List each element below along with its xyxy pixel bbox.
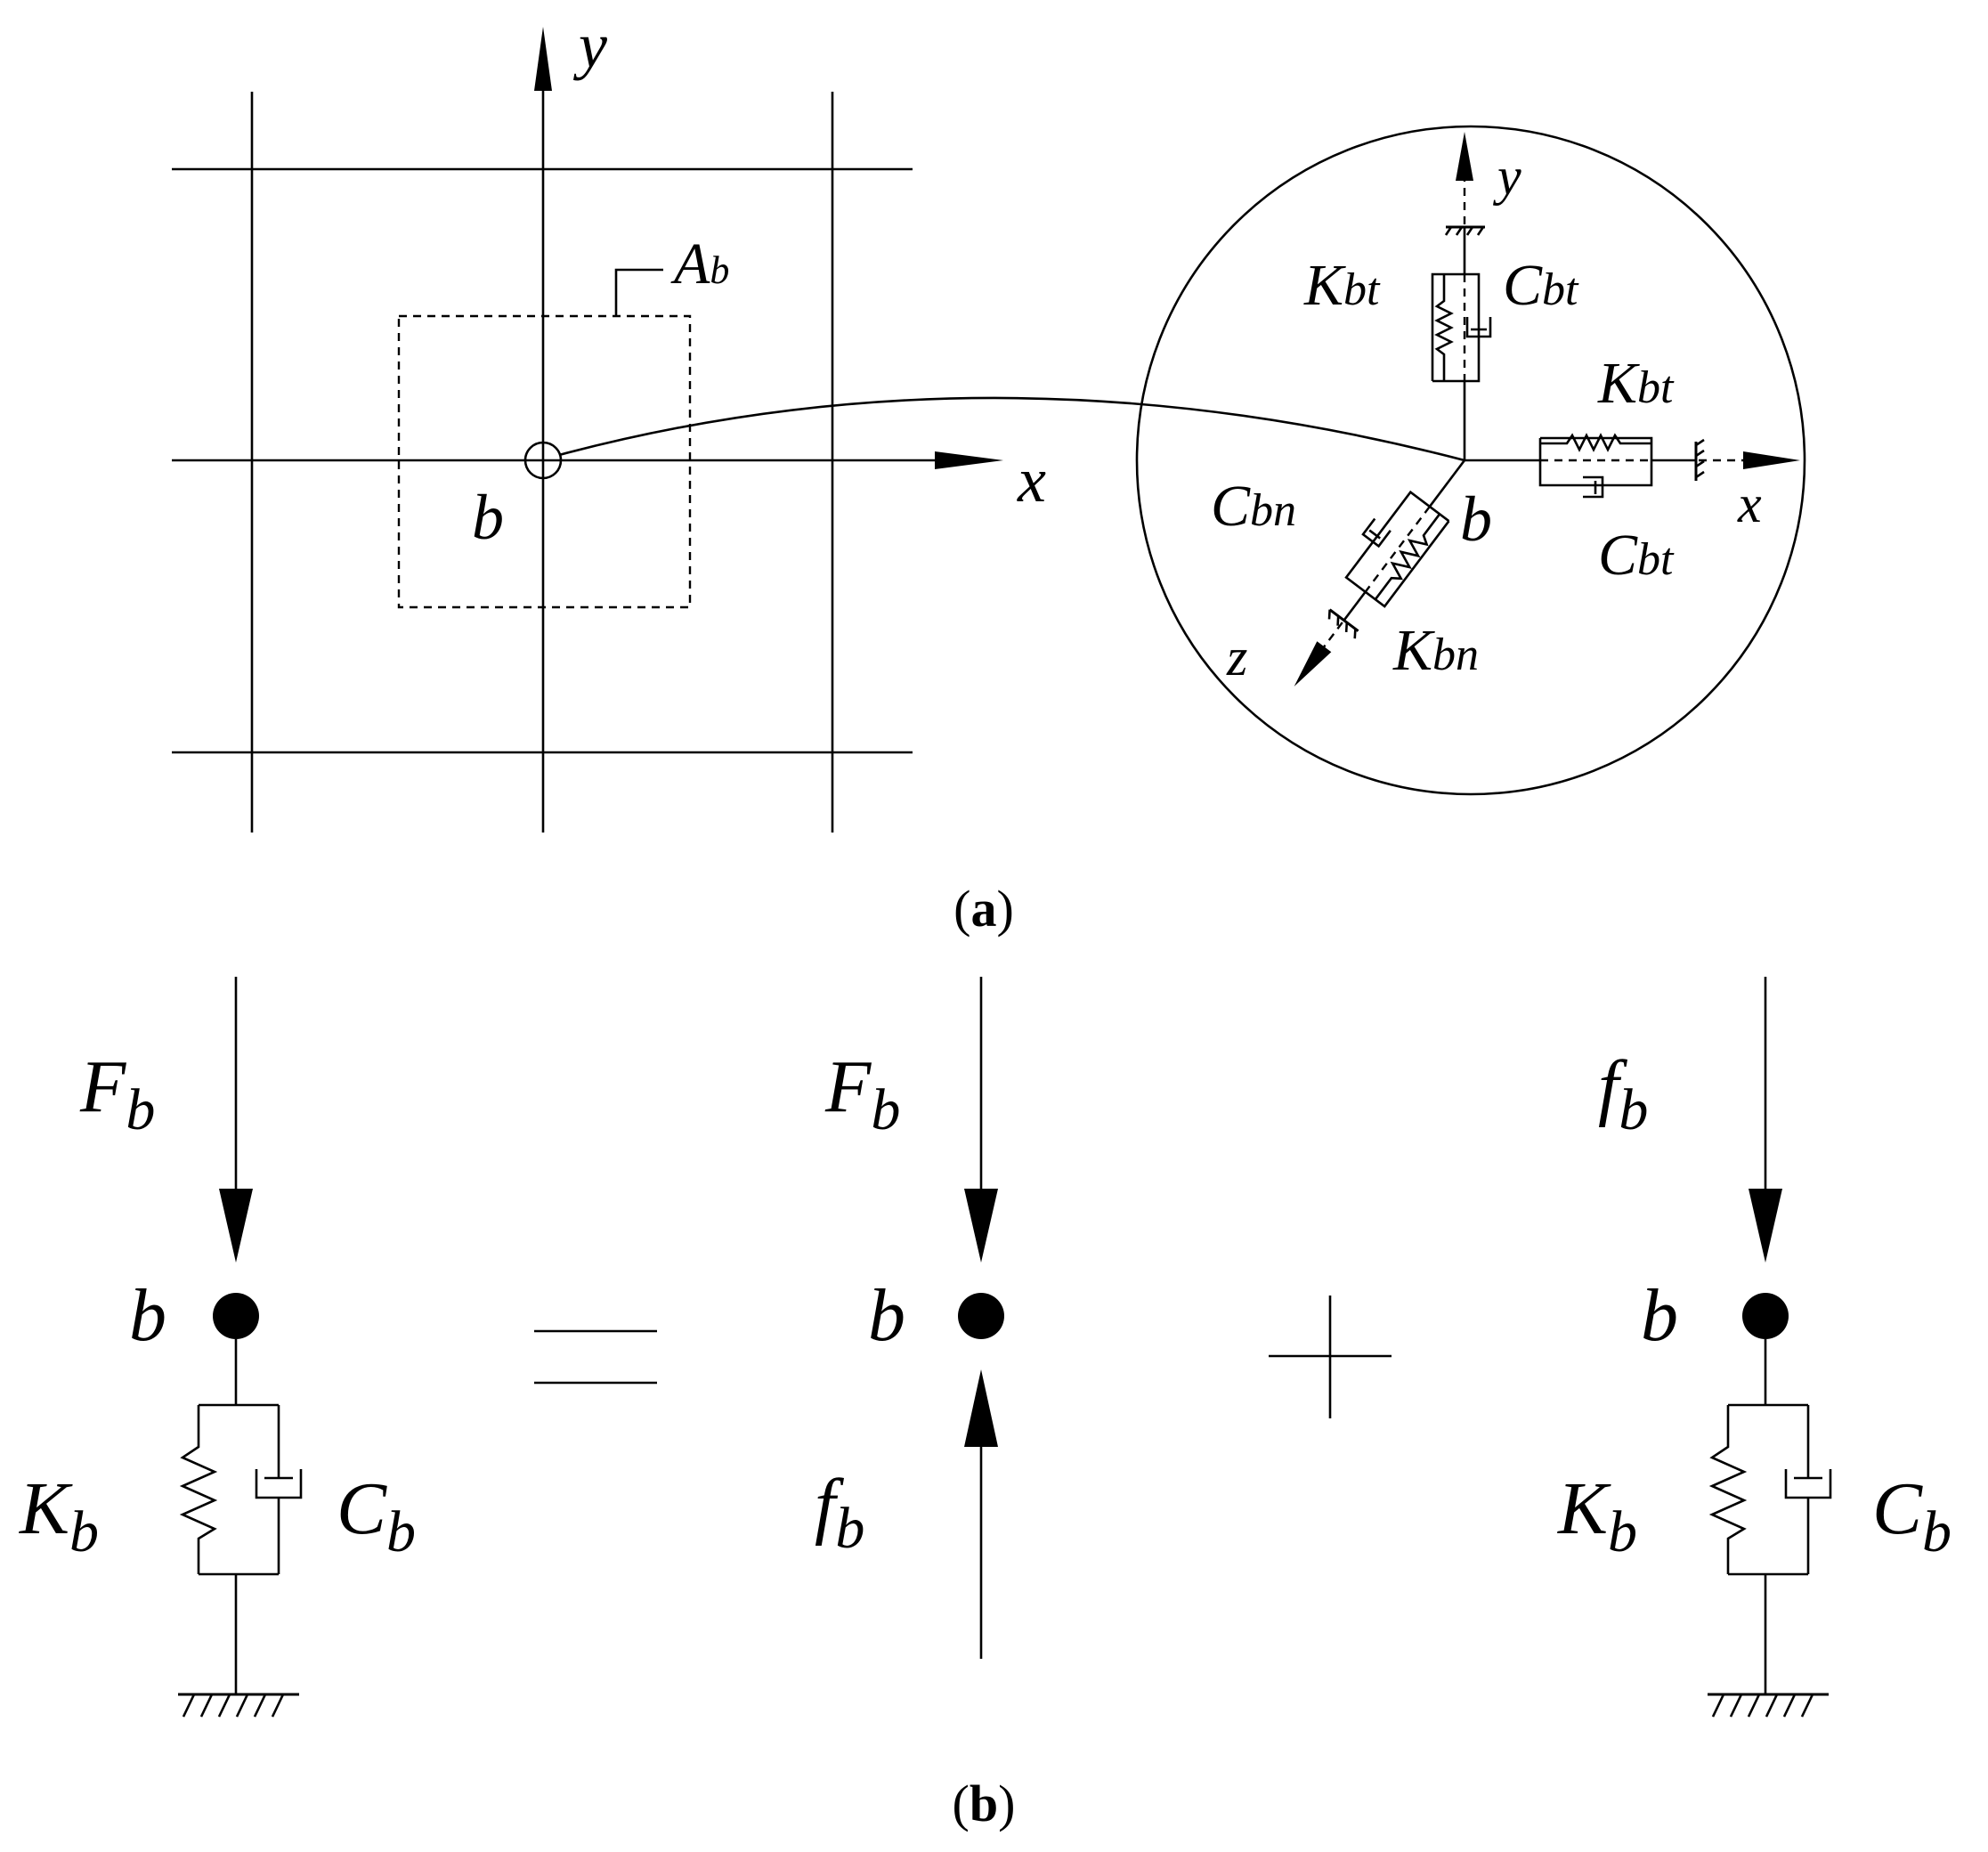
caption-a: (a) [953,880,1014,938]
left-force-arrowhead [219,1189,253,1263]
grid-panel: x y Ab b [172,10,1465,833]
inset-y-spring-icon [1434,274,1454,381]
inset-x-kelvin-unit [1538,433,1653,499]
inset-z-ground-hatch-icon [1327,609,1357,639]
part-b-middle-model: Fb b fb [815,977,1004,1659]
inset-y-damper-label: Cbt [1503,253,1579,318]
equals-sign [534,1329,657,1385]
inset-y-kelvin-unit [1431,272,1492,383]
middle-force-top-arrowhead [964,1189,998,1263]
tributary-area-box [397,314,692,609]
inset-z-spring-label: Kbn [1392,618,1479,683]
inset-z-spring-icon [1374,513,1441,600]
inset-z-damper-cup-icon [1361,517,1392,548]
inset-z-stem-outer [1343,590,1367,621]
grid-y-axis-label: y [572,10,607,81]
inset-x-damper-cup-icon [1583,475,1604,499]
node-b-circle [523,441,563,480]
middle-force-bottom-label: fb [815,1464,864,1561]
inset-z-arrowhead [1294,641,1332,686]
inset-z-stem-inner [1428,459,1466,508]
inset-x-arrowhead [1743,451,1800,469]
inset-y-ground-hatch-icon [1444,226,1485,236]
part-b-left-model: Fb b Kb Cb [19,977,416,1718]
left-node-label: b [129,1274,166,1357]
middle-node-label: b [868,1274,905,1357]
right-spring-label: Kb [1557,1467,1637,1564]
callout-curve [558,396,1465,462]
inset-x-ground-hatch-icon [1695,438,1705,479]
tributary-area-leader [614,268,663,316]
inset-detail: y Kbt Cbt x Kbt Cbt [1135,125,1806,796]
inset-x-axis-label: x [1737,475,1762,533]
right-node-label: b [1641,1274,1678,1357]
caption-b: (b) [953,1775,1016,1832]
plus-sign [1269,1296,1392,1418]
middle-node-dot [958,1293,1004,1339]
inset-y-arrowhead [1456,132,1473,181]
inset-x-damper-label: Cbt [1598,523,1675,588]
left-damper-label: Cb [337,1467,416,1564]
inset-z-ground-bar [1328,608,1359,632]
right-ground-hatch-icon [1711,1694,1814,1718]
middle-force-bottom-arrowhead [964,1369,998,1447]
right-node-dot [1742,1293,1789,1339]
middle-force-top-label: Fb [824,1045,900,1142]
right-force-label: fb [1598,1045,1648,1142]
tributary-area-label: Ab [670,232,729,296]
inset-z-damper-piston-icon [1368,529,1381,540]
left-spring-label: Kb [19,1467,99,1564]
inset-y-damper-cup-icon [1465,317,1492,338]
left-ground-hatch-icon [182,1694,285,1718]
grid-y-axis-arrowhead [534,27,552,91]
right-damper-label: Cb [1872,1467,1951,1564]
inset-y-axis-label: y [1492,147,1521,206]
inset-z-kelvin-unit [1344,490,1450,608]
inset-z-damper-label: Cbn [1211,474,1296,539]
inset-z-centerline [1364,506,1431,593]
inset-z-unit-frame [1344,490,1450,608]
left-spring-icon [179,1405,218,1574]
part-b-right-model: fb b Kb Cb [1557,977,1951,1718]
left-node-dot [213,1293,259,1339]
right-spring-icon [1708,1405,1748,1574]
node-b-label: b [472,482,504,553]
left-force-label: Fb [79,1045,155,1142]
grid-x-axis-arrowhead [935,451,1003,469]
grid-x-axis-label: x [1017,444,1046,516]
inset-x-spring-icon [1540,433,1651,452]
inset-node-label: b [1460,483,1492,555]
inset-y-unit-frame [1431,272,1481,383]
inset-x-spring-label: Kbt [1597,351,1675,416]
inset-circle [1135,125,1806,796]
inset-z-axis-label: z [1226,628,1247,686]
inset-z-branch [1294,459,1466,686]
inset-y-spring-label: Kbt [1303,253,1381,318]
right-force-arrowhead [1749,1189,1782,1263]
